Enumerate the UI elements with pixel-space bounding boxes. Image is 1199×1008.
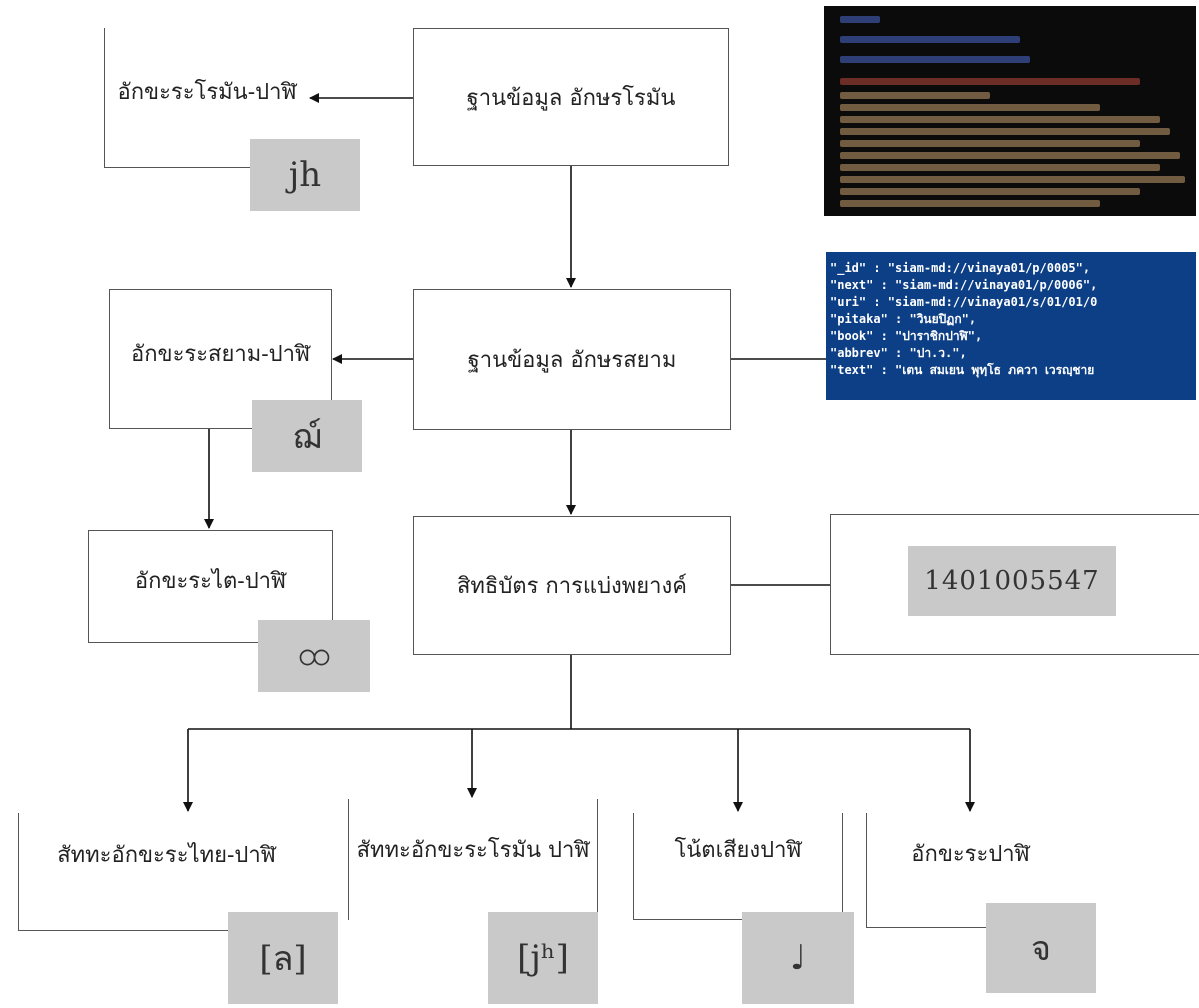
- roman-phonetic-sample: [jʰ]: [488, 912, 598, 1004]
- siam-database-label: ฐานข้อมูล อักษรสยาม: [467, 348, 677, 373]
- json-line: "next" : "siam-md://vinaya01/p/0006",: [830, 278, 1098, 292]
- patent-node: สิทธิบัตร การแบ่งพยางค์: [413, 516, 731, 655]
- json-data-image: "_id" : "siam-md://vinaya01/p/0005", "ne…: [826, 252, 1196, 400]
- thai-phonetic-node: สัททะอักขะระไทย-ปาฬิ: [18, 813, 314, 931]
- roman-database-label: ฐานข้อมูล อักษรโรมัน: [466, 85, 676, 111]
- code-screenshot-image: [824, 6, 1196, 216]
- thai-phonetic-sample: [ล]: [228, 912, 338, 1004]
- roman-database-node: ฐานข้อมูล อักษรโรมัน: [413, 28, 729, 166]
- pali-script-sample: จ: [986, 903, 1096, 993]
- json-line: "_id" : "siam-md://vinaya01/p/0005",: [830, 261, 1091, 275]
- roman-phonetic-node: สัททะอักขะระโรมัน ปาฬิ: [348, 799, 598, 920]
- siam-pali-sample: ฌ์: [252, 400, 362, 472]
- pali-notes-sample: ♩: [742, 912, 854, 1004]
- roman-pali-label: อักขะระโรมัน-ปาฬิ: [117, 80, 297, 105]
- siam-pali-label: อักขะระสยาม-ปาฬิ: [131, 341, 310, 367]
- pali-notes-label: โน้ตเสียงปาฬิ: [674, 837, 802, 863]
- thai-pali-label: อักขะระไต-ปาฬิ: [134, 569, 287, 594]
- thai-pali-sample: ထ: [258, 620, 370, 692]
- siam-pali-node: อักขะระสยาม-ปาฬิ: [109, 289, 332, 429]
- thai-phonetic-label: สัททะอักขะระไทย-ปาฬิ: [57, 843, 276, 868]
- json-line: "abbrev" : "ปา.ว.",: [830, 346, 967, 360]
- json-line: "book" : "ปาราชิกปาฬิ",: [830, 329, 983, 343]
- json-line: "pitaka" : "วินยปิฏก",: [830, 312, 977, 326]
- roman-phonetic-label: สัททะอักขะระโรมัน ปาฬิ: [356, 838, 590, 863]
- roman-pali-sample: jh: [250, 139, 360, 211]
- patent-label: สิทธิบัตร การแบ่งพยางค์: [456, 574, 687, 599]
- patent-number: 1401005547: [908, 546, 1116, 616]
- json-line: "text" : "เตน สมเยน พุทฺโธ ภควา เวรญฺชาย: [830, 363, 1095, 377]
- thai-pali-node: อักขะระไต-ปาฬิ: [88, 530, 333, 643]
- pali-script-label: อักขะระปาฬิ: [911, 841, 1030, 867]
- pali-notes-node: โน้ตเสียงปาฬิ: [633, 813, 843, 920]
- json-line: "uri" : "siam-md://vinaya01/s/01/01/0: [830, 295, 1098, 309]
- siam-database-node: ฐานข้อมูล อักษรสยาม: [413, 289, 731, 430]
